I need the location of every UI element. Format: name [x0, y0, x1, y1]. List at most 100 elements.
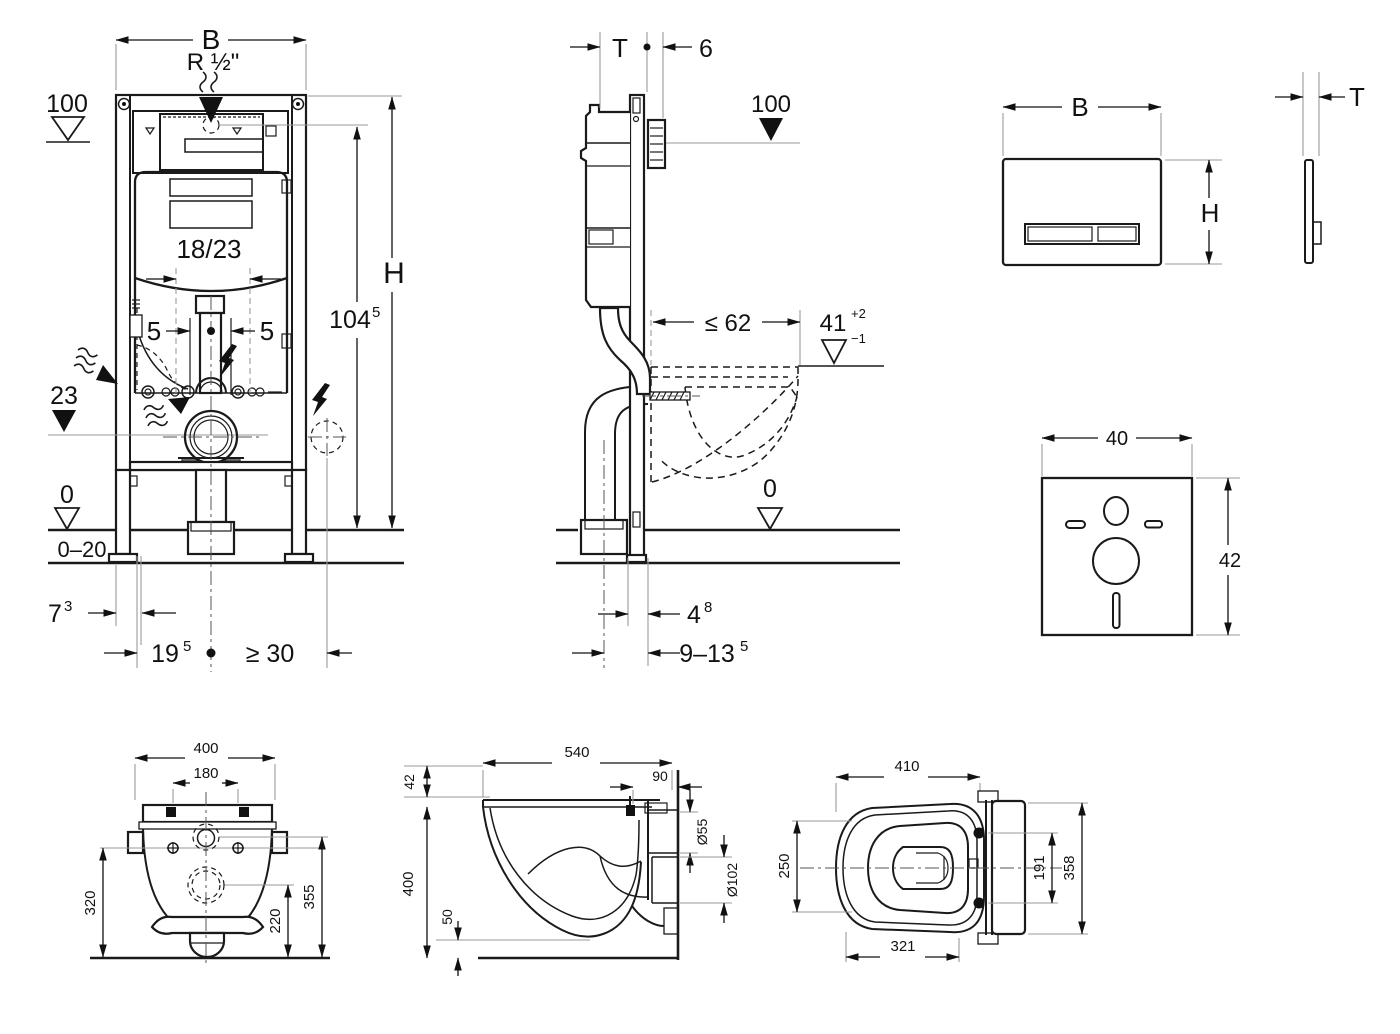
svg-text:23: 23: [50, 382, 78, 410]
dim-bowl-length: 410: [835, 758, 981, 812]
wc-top-view: 410 250: [776, 758, 1088, 962]
frame-front-view: B R ½" 100 18/23 5 5 H: [46, 24, 405, 672]
svg-text:100: 100: [751, 91, 791, 118]
svg-text:40: 40: [1106, 428, 1128, 450]
flush-buttons: [1024, 223, 1140, 245]
dim-plate-thickness: T: [1275, 72, 1365, 156]
dim-pad-height: 42: [1196, 477, 1241, 636]
dim-floor-level-side: 0: [756, 475, 784, 531]
svg-text:400: 400: [193, 740, 218, 757]
svg-text:104: 104: [329, 306, 371, 334]
svg-text:≥ 30: ≥ 30: [246, 640, 294, 668]
dim-wc-height: 400: [400, 806, 431, 959]
svg-text:42: 42: [1219, 550, 1241, 572]
mounting-rod: [642, 391, 700, 401]
svg-text:0: 0: [763, 475, 777, 503]
svg-text:5: 5: [260, 316, 274, 346]
dim-wc-width: 400: [134, 740, 276, 800]
svg-text:5: 5: [147, 316, 161, 346]
dim-adjustment: 5 5: [147, 316, 274, 395]
svg-text:540: 540: [564, 744, 589, 761]
svg-text:8: 8: [704, 599, 712, 616]
svg-text:3: 3: [64, 598, 72, 615]
sound-pad-view: 40 42: [1040, 428, 1241, 637]
dim-outlet-dia: Ø102: [680, 835, 740, 923]
dim-outlet-offsets: 4 8 9–13 5: [572, 440, 748, 668]
dim-outlet-height: 220: [267, 884, 292, 958]
dim-clearance: 50: [439, 909, 462, 976]
dim-label: B: [202, 24, 221, 55]
dim-pad-width: 40: [1041, 428, 1193, 476]
svg-text:321: 321: [890, 938, 915, 955]
svg-text:6: 6: [699, 35, 713, 63]
flush-plate-view: B H T: [1001, 72, 1365, 267]
dim-hole-spacing-top: 191: [988, 832, 1058, 904]
svg-text:H: H: [1201, 198, 1220, 228]
water-outlet-icon: [142, 397, 190, 430]
power-socket-icon: [312, 383, 330, 416]
flush-plate-side: [1304, 159, 1322, 264]
dim-wall-offset: 90: [610, 768, 702, 804]
svg-text:250: 250: [776, 853, 793, 878]
sound-pad-outline: [1040, 476, 1194, 637]
frame-side-view: T 6 100 ≤ 62 41 +2 −1 0: [556, 32, 900, 668]
svg-text:180: 180: [193, 765, 218, 782]
svg-text:5: 5: [372, 304, 380, 321]
dim-bowl-depth: ≤ 62: [650, 310, 801, 365]
dim-bowl-width: 250: [776, 820, 852, 913]
supply-thread-label: R ½": [187, 49, 240, 76]
dim-frame-height: H: [308, 95, 405, 529]
dim-height-right: 355: [301, 836, 326, 958]
svg-text:T: T: [612, 33, 628, 63]
flush-plate-access-box: [646, 118, 667, 170]
svg-text:50: 50: [439, 909, 455, 925]
svg-text:Ø55: Ø55: [694, 819, 710, 846]
dim-depth: T 6: [570, 32, 713, 118]
flush-plate-front: [1001, 157, 1163, 267]
svg-text:220: 220: [267, 908, 284, 933]
svg-text:100: 100: [46, 90, 88, 118]
svg-text:191: 191: [1031, 855, 1048, 880]
svg-text:−1: −1: [851, 331, 866, 346]
svg-text:400: 400: [400, 871, 417, 896]
svg-text:T: T: [1349, 82, 1365, 112]
svg-text:410: 410: [894, 758, 919, 775]
dim-supply-level-side: 100: [666, 91, 800, 144]
dim-plate-width: B: [1002, 92, 1162, 156]
dim-hole-spacing: 180: [172, 765, 239, 803]
dim-rim-height: 41 +2 −1: [798, 306, 884, 367]
svg-text:320: 320: [82, 890, 99, 915]
dim-inner-length: 321: [845, 932, 960, 962]
dim-plate-height: H: [1165, 159, 1222, 265]
socket-outline: [308, 418, 346, 456]
dim-floor-level: 0 0–20: [53, 481, 106, 562]
cistern-side: [579, 103, 630, 309]
svg-text:+2: +2: [851, 306, 866, 321]
svg-text:0: 0: [60, 481, 74, 509]
svg-text:9–13: 9–13: [679, 640, 735, 668]
svg-text:41: 41: [820, 310, 847, 337]
dim-supply-height: 104 5: [219, 124, 380, 529]
svg-text:7: 7: [48, 600, 62, 628]
dim-drain-level: 23: [50, 382, 78, 432]
dim-height-left: 320: [82, 847, 107, 958]
svg-text:4: 4: [687, 601, 701, 629]
dim-wc-depth: 540: [482, 744, 673, 797]
svg-text:5: 5: [183, 638, 191, 655]
wc-dashed-outline: [650, 366, 799, 483]
svg-text:358: 358: [1061, 855, 1078, 880]
svg-text:90: 90: [652, 768, 668, 784]
dim-frame-width: B: [115, 24, 307, 90]
water-inlet-icon: [72, 346, 118, 384]
svg-text:H: H: [383, 257, 405, 290]
svg-text:5: 5: [740, 638, 748, 655]
svg-text:≤ 62: ≤ 62: [705, 310, 752, 337]
svg-text:42: 42: [401, 774, 417, 790]
svg-text:B: B: [1071, 92, 1088, 122]
dim-supply-level: 100: [46, 90, 90, 143]
dim-seat-thickness: 42: [401, 765, 431, 798]
sound-pad-cutouts: [1065, 496, 1163, 629]
cistern-type-label: 18/23: [176, 234, 241, 264]
